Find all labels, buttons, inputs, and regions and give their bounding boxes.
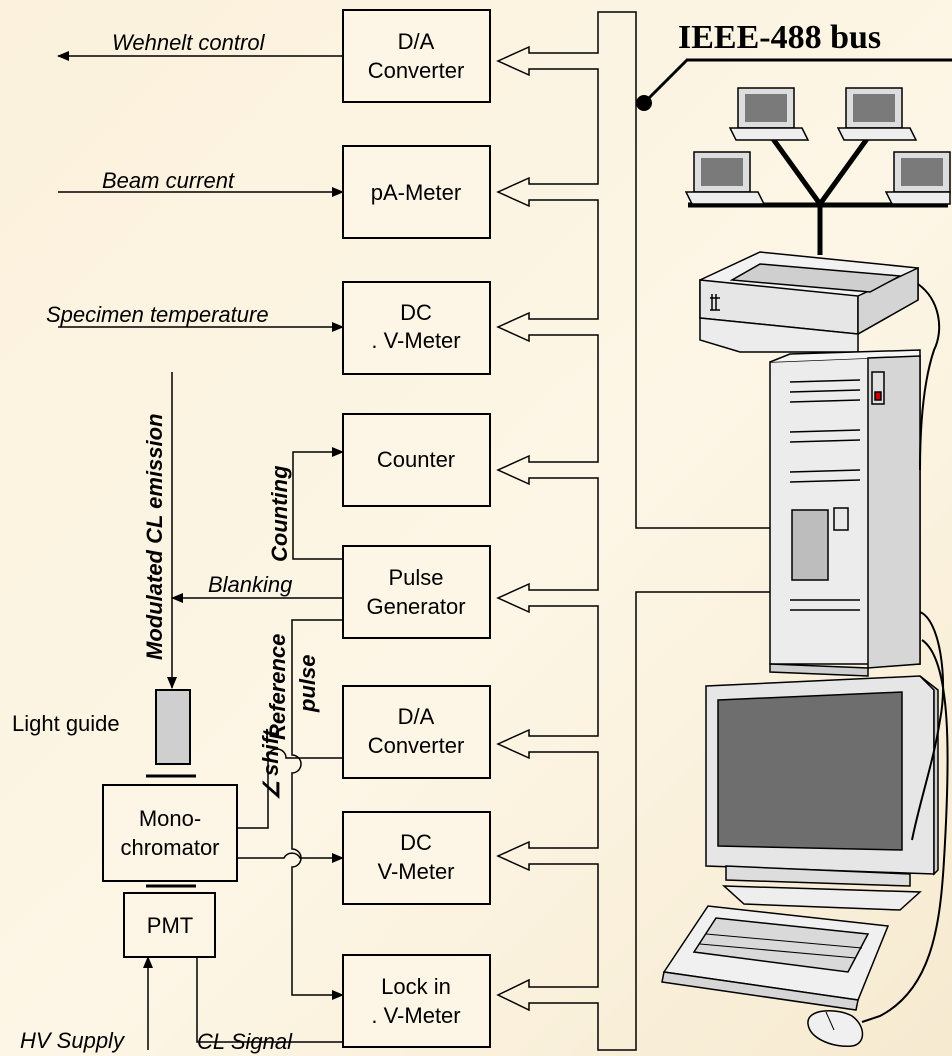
svg-text:. V-Meter: . V-Meter bbox=[371, 1003, 460, 1028]
counting-arrow bbox=[292, 447, 344, 560]
pa-meter: pA-Meter bbox=[342, 145, 491, 239]
da-converter-top: D/A Converter bbox=[342, 9, 491, 103]
svg-text:chromator: chromator bbox=[120, 835, 219, 860]
dc-v-meter-bottom: DC V-Meter bbox=[342, 811, 491, 905]
network-computer-icon bbox=[836, 87, 918, 141]
bus-label-leader bbox=[636, 58, 952, 111]
blanking-label: Blanking bbox=[208, 572, 293, 597]
tower-pc-icon bbox=[769, 349, 921, 677]
svg-text:Mono-: Mono- bbox=[139, 806, 201, 831]
svg-text:D/A: D/A bbox=[398, 704, 435, 729]
svg-text:Converter: Converter bbox=[368, 58, 465, 83]
dc-v-meter-top: DC . V-Meter bbox=[342, 281, 491, 375]
shift-symbol: ∠ bbox=[259, 780, 284, 800]
pulse-label: pulse bbox=[295, 655, 320, 713]
printer-icon bbox=[699, 251, 919, 353]
pulse-generator: Pulse Generator bbox=[342, 545, 491, 639]
network-lines bbox=[688, 130, 948, 255]
light-guide-label: Light guide bbox=[12, 711, 120, 736]
hv-supply-label: HV Supply bbox=[20, 1028, 126, 1053]
network-computer-icon bbox=[684, 151, 766, 205]
keyboard-icon bbox=[661, 905, 890, 1011]
reference-pulse-line bbox=[291, 619, 344, 1000]
beam-current-label: Beam current bbox=[102, 168, 235, 193]
svg-text:Converter: Converter bbox=[368, 733, 465, 758]
monitor-icon bbox=[705, 675, 939, 911]
counting-label: Counting bbox=[267, 465, 292, 562]
bus-label: IEEE-488 bus bbox=[678, 19, 881, 56]
da-converter-bottom: D/A Converter bbox=[342, 685, 491, 779]
wehnelt-label: Wehnelt control bbox=[112, 30, 266, 55]
counter: Counter bbox=[342, 413, 491, 507]
lock-in-v-meter: Lock in . V-Meter bbox=[342, 954, 491, 1048]
pmt: PMT bbox=[123, 892, 216, 958]
network-computer-icon bbox=[728, 87, 810, 141]
light-guide bbox=[146, 689, 196, 888]
mono-to-dcv-arrow bbox=[237, 852, 344, 863]
svg-text:DC: DC bbox=[400, 830, 432, 855]
cl-signal-line bbox=[196, 957, 344, 1043]
network-computer-icon bbox=[884, 151, 951, 205]
svg-text:DC: DC bbox=[400, 300, 432, 325]
power-led bbox=[874, 391, 882, 401]
signal-lines bbox=[57, 51, 344, 1050]
shift-label: shift bbox=[258, 728, 283, 776]
svg-text:Counter: Counter bbox=[377, 447, 455, 472]
svg-text:. V-Meter: . V-Meter bbox=[371, 328, 460, 353]
svg-text:Pulse: Pulse bbox=[388, 565, 443, 590]
cl-signal-label: CL Signal bbox=[197, 1029, 293, 1054]
mouse-icon bbox=[807, 1010, 864, 1048]
svg-text:D/A: D/A bbox=[398, 29, 435, 54]
svg-text:V-Meter: V-Meter bbox=[377, 859, 454, 884]
svg-text:Lock in: Lock in bbox=[381, 974, 451, 999]
svg-text:Generator: Generator bbox=[366, 594, 465, 619]
svg-text:pA-Meter: pA-Meter bbox=[371, 180, 461, 205]
temperature-label: Specimen temperature bbox=[46, 302, 269, 327]
cables bbox=[861, 283, 949, 1023]
reference-label: Reference bbox=[265, 634, 290, 740]
monochromator: Mono- chromator bbox=[102, 784, 238, 882]
ieee-488-bus bbox=[496, 11, 811, 1051]
svg-text:PMT: PMT bbox=[147, 913, 193, 938]
shift-line bbox=[237, 748, 343, 829]
cl-emission-label: Modulated CL emission bbox=[142, 413, 167, 660]
